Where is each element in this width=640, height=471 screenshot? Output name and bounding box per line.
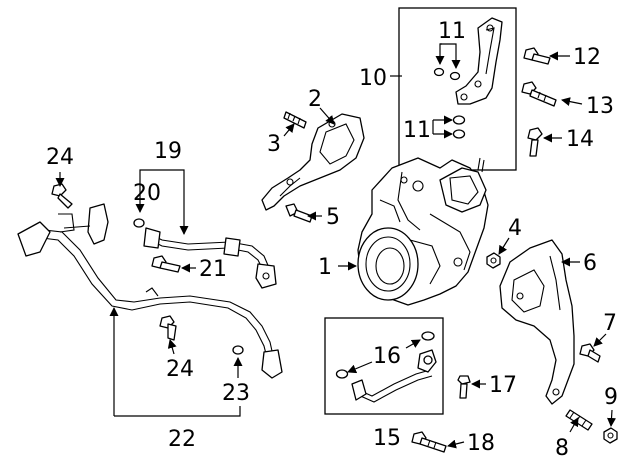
leader-24-lower [167,339,177,355]
bolt-12 [523,47,551,65]
oil-feed-pipe-16 [335,331,437,403]
coolant-pipe-22 [17,203,283,379]
callout-18: 18 [467,431,495,456]
leader-19-left [135,169,168,213]
leader-16b [347,361,373,374]
leader-2 [319,107,335,125]
washer-20 [133,218,145,228]
nut-4 [486,252,501,269]
callout-23: 23 [222,381,250,406]
leader-16 [405,339,421,349]
leader-22-bracket [114,406,241,417]
callout-1: 1 [318,255,332,280]
callout-24-lower: 24 [166,357,194,382]
callout-15: 15 [373,426,401,451]
bolt-17 [457,375,471,399]
stud-3 [283,111,307,129]
callout-2: 2 [308,87,322,112]
callout-11-upper: 11 [438,19,466,44]
nut-9 [603,427,618,444]
callout-8: 8 [555,436,569,461]
callout-16: 16 [373,344,401,369]
callout-19: 19 [154,139,182,164]
callout-5: 5 [326,205,340,230]
leader-11a-right [440,43,461,69]
leader-9 [607,409,616,427]
leader-3 [283,123,295,137]
callout-22: 22 [168,427,196,452]
bolt-5 [285,203,313,223]
bolt-24-lower [159,315,177,341]
leader-8 [569,417,579,433]
leader-18 [447,439,465,449]
bolt-7 [579,343,601,363]
callout-3: 3 [267,132,281,157]
leader-13 [561,97,583,106]
leader-19-right [168,169,189,235]
group-box-15 [324,317,444,415]
callout-17: 17 [489,373,517,398]
bolt-21 [151,255,181,273]
callout-24-upper: 24 [46,145,74,170]
callout-14: 14 [566,127,594,152]
heat-shield [261,113,365,211]
callout-9: 9 [604,385,618,410]
stud-18 [411,431,447,453]
washer-11 [433,67,466,139]
callout-6: 6 [583,251,597,276]
leader-4 [498,237,510,255]
leader-7 [593,333,607,347]
callout-12: 12 [573,45,601,70]
callout-21: 21 [199,257,227,282]
actuator-bracket-10 [455,17,503,105]
callout-4: 4 [508,216,522,241]
stud-8 [565,409,593,431]
callout-7: 7 [603,311,617,336]
callout-11-lower: 11 [403,118,431,143]
bolt-14 [527,127,543,157]
oil-return-pipe-19 [143,227,277,289]
callout-13: 13 [586,94,614,119]
stud-13 [521,81,557,107]
callout-20: 20 [133,181,161,206]
leader-11a-left [435,43,445,65]
callout-10: 10 [359,66,387,91]
washer-23 [232,345,244,355]
turbocharger [357,157,489,306]
bolt-24-upper [51,183,73,209]
